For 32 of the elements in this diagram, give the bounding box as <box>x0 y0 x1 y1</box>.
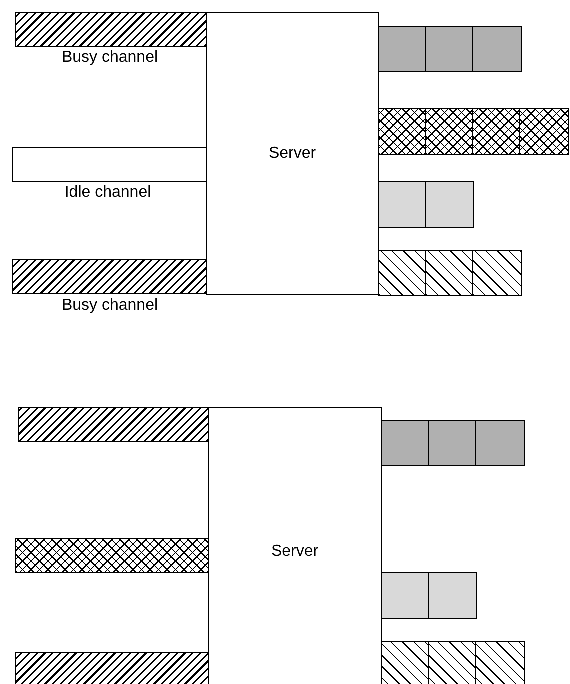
channel-bar <box>12 259 207 294</box>
queue-cell <box>425 250 473 296</box>
server-label: Server <box>268 144 316 162</box>
queue-cell <box>475 641 525 684</box>
queue-cell <box>472 26 522 72</box>
queue-cell <box>519 108 569 155</box>
queue-cell <box>381 641 429 684</box>
server-box <box>206 12 379 295</box>
queue-cell <box>381 420 429 466</box>
queue-cell <box>472 250 522 296</box>
queue-cell <box>472 108 520 155</box>
queue-cell <box>425 108 473 155</box>
queue-cell <box>378 26 426 72</box>
channel-label: Idle channel <box>64 184 152 202</box>
channel-bar <box>15 12 207 47</box>
queue-cell <box>378 108 426 155</box>
server-label: Server <box>271 543 319 561</box>
queue-cell <box>381 572 429 619</box>
queue-cell <box>425 181 474 228</box>
queue-cell <box>428 572 477 619</box>
queue-cell <box>425 26 473 72</box>
channel-bar <box>12 147 207 182</box>
channel-bar <box>15 652 209 684</box>
queue-cell <box>475 420 525 466</box>
channel-label: Busy channel <box>62 49 158 67</box>
queue-cell <box>378 250 426 296</box>
channel-bar <box>15 538 209 573</box>
channel-bar <box>18 407 209 442</box>
queue-cell <box>428 641 476 684</box>
queue-cell <box>378 181 426 228</box>
queue-cell <box>428 420 476 466</box>
channel-label: Busy channel <box>62 297 158 315</box>
